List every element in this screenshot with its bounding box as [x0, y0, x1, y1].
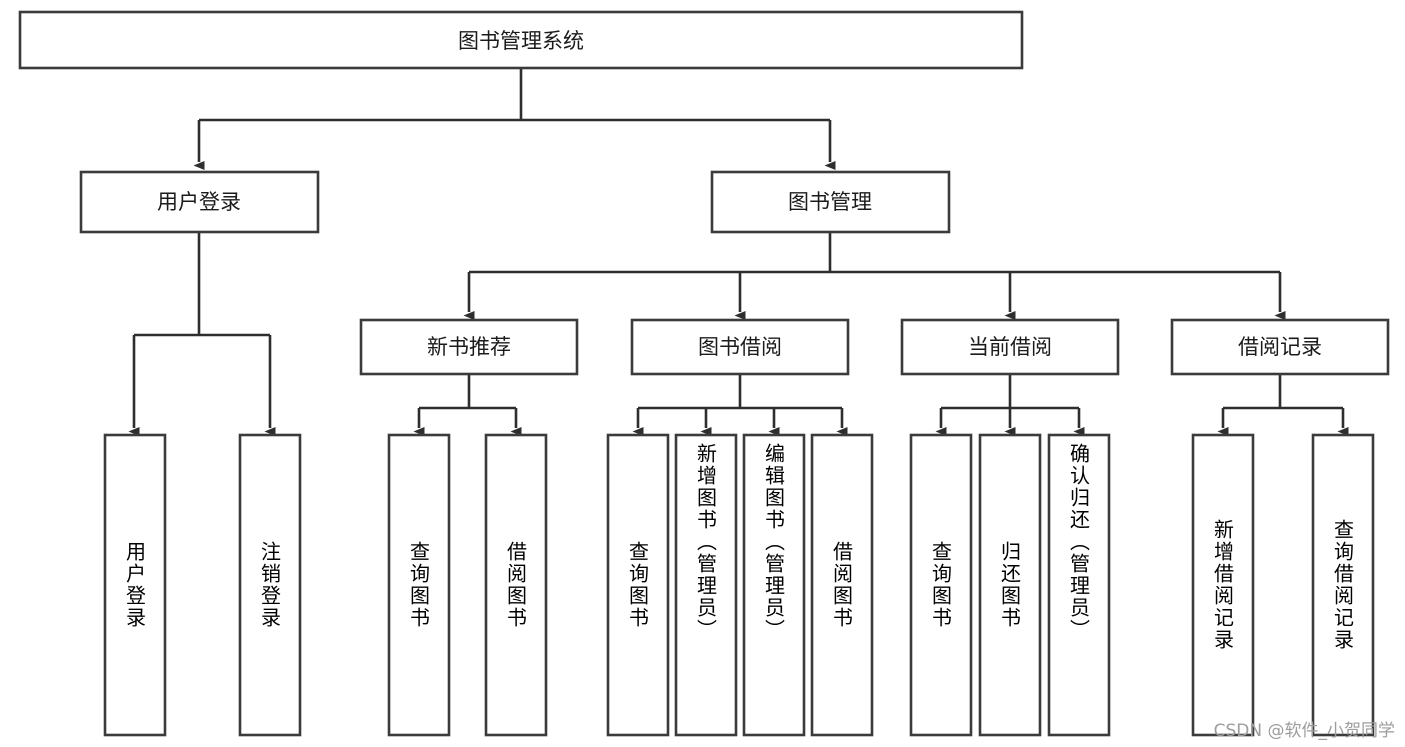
leaf-borrow-book-1-label: 借阅图书	[503, 541, 528, 629]
leaf-query-book-3[interactable]: 查询图书	[909, 433, 973, 737]
leaf-return-book[interactable]: 归还图书	[978, 433, 1042, 737]
leaf-user-login-box	[103, 433, 167, 737]
node-current-borrow[interactable]: 当前借阅	[900, 318, 1120, 376]
leaf-user-login-label: 用户登录	[122, 541, 147, 629]
leaf-query-book-1[interactable]: 查询图书	[387, 433, 451, 737]
leaf-query-book-2-label: 查询图书	[625, 541, 650, 629]
node-book-borrow-box	[630, 318, 850, 376]
node-new-book-recommend-box	[359, 318, 579, 376]
leaf-confirm-return[interactable]: 确认归还（管理员）	[1047, 433, 1111, 737]
leaf-query-book-1-label: 查询图书	[406, 541, 431, 629]
node-user-login-label: 用户登录	[157, 190, 241, 214]
node-user-login-box	[79, 170, 320, 234]
leaf-borrow-book-2[interactable]: 借阅图书	[810, 433, 874, 737]
node-root-system-label: 图书管理系统	[458, 29, 584, 53]
node-book-manage-box	[710, 170, 951, 234]
leaf-add-record-box	[1191, 433, 1255, 737]
leaf-edit-book-label: 编辑图书（管理员）	[761, 443, 786, 641]
leaf-query-book-1-box	[387, 433, 451, 737]
leaf-query-record-box	[1311, 433, 1375, 737]
node-current-borrow-label: 当前借阅	[968, 335, 1052, 359]
node-borrow-record[interactable]: 借阅记录	[1170, 318, 1390, 376]
node-new-book-recommend-label: 新书推荐	[427, 335, 511, 359]
leaf-borrow-book-1-box	[484, 433, 548, 737]
leaf-logout-label: 注销登录	[257, 541, 282, 629]
leaf-add-record[interactable]: 新增借阅记录	[1191, 433, 1255, 737]
leaf-add-book[interactable]: 新增图书（管理员）	[674, 433, 738, 737]
leaf-query-book-3-label: 查询图书	[928, 541, 953, 629]
node-root-system-box	[18, 10, 1024, 70]
leaf-confirm-return-label: 确认归还（管理员）	[1066, 443, 1091, 641]
node-borrow-record-label: 借阅记录	[1238, 335, 1322, 359]
leaf-add-book-label: 新增图书（管理员）	[693, 443, 718, 641]
leaf-logout-box	[238, 433, 302, 737]
node-user-login[interactable]: 用户登录	[79, 170, 320, 234]
node-book-borrow[interactable]: 图书借阅	[630, 318, 850, 376]
leaf-borrow-book-2-box	[810, 433, 874, 737]
leaf-edit-book-box	[742, 433, 806, 737]
leaf-add-record-label: 新增借阅记录	[1210, 519, 1235, 651]
leaf-query-book-2-box	[606, 433, 670, 737]
node-book-borrow-label: 图书借阅	[698, 335, 782, 359]
leaf-borrow-book-2-label: 借阅图书	[829, 541, 854, 629]
node-root-system[interactable]: 图书管理系统	[18, 10, 1024, 70]
leaf-logout[interactable]: 注销登录	[238, 433, 302, 737]
leaf-borrow-book-1[interactable]: 借阅图书	[484, 433, 548, 737]
node-book-manage[interactable]: 图书管理	[710, 170, 951, 234]
edge-layer	[128, 68, 1349, 436]
node-new-book-recommend[interactable]: 新书推荐	[359, 318, 579, 376]
leaf-edit-book[interactable]: 编辑图书（管理员）	[742, 433, 806, 737]
node-book-manage-label: 图书管理	[788, 190, 872, 214]
leaf-add-book-box	[674, 433, 738, 737]
leaf-return-book-label: 归还图书	[997, 541, 1022, 629]
leaf-user-login[interactable]: 用户登录	[103, 433, 167, 737]
leaf-query-book-2[interactable]: 查询图书	[606, 433, 670, 737]
leaf-confirm-return-box	[1047, 433, 1111, 737]
leaf-query-record[interactable]: 查询借阅记录	[1311, 433, 1375, 737]
leaf-query-record-label: 查询借阅记录	[1330, 519, 1355, 651]
node-borrow-record-box	[1170, 318, 1390, 376]
leaf-return-book-box	[978, 433, 1042, 737]
leaf-query-book-3-box	[909, 433, 973, 737]
watermark-text: CSDN @软件_小贺同学	[1213, 721, 1395, 741]
node-current-borrow-box	[900, 318, 1120, 376]
